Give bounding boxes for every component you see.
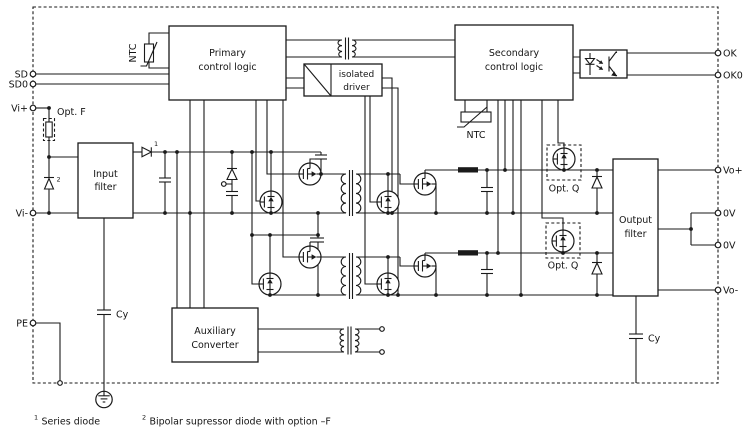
ntc-thermistor-primary-icon — [140, 41, 158, 67]
secondary-control-logic-box — [454, 24, 574, 101]
terminal-sd0-label: SD0 — [9, 80, 28, 91]
mosfet-icon — [258, 272, 282, 296]
mosfet-icon — [298, 245, 322, 269]
mosfet-icon — [376, 190, 400, 214]
cy-left-label: Cy — [116, 310, 129, 321]
input-filter-label-line1: Input — [93, 169, 118, 180]
pe-border-node — [57, 380, 63, 386]
ntc-thermistor-secondary-icon — [457, 106, 492, 128]
output-filter-label-line1: Output — [619, 215, 652, 226]
terminal-pe-label: PE — [16, 319, 28, 330]
terminal-0v-1 — [714, 209, 722, 217]
ntc-primary-label: NTC — [128, 43, 139, 62]
ntc-secondary-label: NTC — [467, 130, 486, 141]
mosfet-icon — [551, 229, 575, 253]
mosfet-icon — [413, 172, 437, 196]
isolated-driver-label-line2: driver — [343, 83, 370, 93]
transformer-icon — [340, 170, 362, 216]
auxiliary-converter-box — [171, 307, 259, 363]
suppressor-diode-icon — [43, 176, 55, 190]
snubber-capacitor-icon — [310, 154, 327, 243]
output-diode-icon — [591, 175, 603, 275]
terminal-0v-1-label: 0V — [723, 209, 736, 220]
terminal-ok — [714, 49, 722, 57]
mosfet-icon — [552, 147, 576, 171]
opt-q2-group — [545, 222, 581, 259]
secondary-control-label-line1: Secondary — [489, 48, 540, 59]
fuse-icon — [42, 117, 56, 142]
terminals — [29, 49, 722, 386]
terminal-0v-2 — [714, 241, 722, 249]
opt-q1-label: Opt. Q — [549, 184, 580, 195]
clamp-diode-icon — [220, 167, 238, 197]
terminal-vi-plus — [29, 104, 37, 112]
terminal-vo-minus — [714, 286, 722, 294]
input-filter-label-line2: filter — [94, 182, 116, 193]
footnote-2-sup: 2 — [142, 414, 146, 422]
optocoupler-icon — [579, 49, 628, 79]
inductor-icon — [458, 250, 478, 256]
terminal-vi-minus-label: Vi- — [16, 209, 28, 220]
terminal-0v-2-label: 0V — [723, 241, 736, 252]
primary-control-label-line2: control logic — [198, 62, 256, 73]
signal-transformer-icon — [337, 37, 357, 60]
primary-control-label-line1: Primary — [209, 48, 246, 59]
terminal-vo-plus-label: Vo+ — [723, 166, 743, 177]
terminal-vo-minus-label: Vo- — [723, 286, 738, 297]
opt-q1-group — [546, 144, 582, 181]
junction-dots — [47, 106, 693, 297]
output-filter-box — [612, 158, 659, 297]
mosfet-icon — [298, 162, 322, 186]
terminal-sd-label: SD — [15, 70, 28, 81]
series-diode-ref: 1 — [154, 140, 158, 148]
suppressor-diode-ref: 2 — [57, 176, 61, 184]
terminal-sd0 — [29, 80, 37, 88]
footnotes: 1 Series diode 2 Bipolar supressor diode… — [34, 414, 331, 428]
primary-control-logic-box — [168, 25, 287, 101]
transformer-icon — [340, 253, 362, 299]
aux-converter-label-line1: Auxiliary — [194, 326, 236, 337]
mosfet-icon — [413, 254, 437, 278]
terminal-ok-label: OK — [723, 49, 737, 60]
series-diode-icon — [141, 146, 153, 158]
footnote-1-sup: 1 — [34, 414, 38, 422]
terminal-pe — [29, 319, 37, 327]
input-filter-box — [77, 142, 134, 219]
cy-capacitor-right-icon — [629, 333, 643, 340]
secondary-control-label-line2: control logic — [485, 62, 543, 73]
terminal-sd — [29, 70, 37, 78]
terminal-vo-plus — [714, 166, 722, 174]
terminal-vi-plus-label: Vi+ — [11, 104, 28, 115]
terminal-ok0-label: OK0 — [723, 71, 743, 82]
output-filter-label-line2: filter — [624, 229, 646, 240]
mosfet-icon — [376, 272, 400, 296]
terminal-vi-minus — [29, 209, 37, 217]
mosfet-icon — [259, 190, 283, 214]
earth-ground-icon — [95, 390, 113, 409]
footnote-2-text: Bipolar supressor diode with option –F — [150, 417, 331, 428]
wires — [35, 32, 716, 392]
cy-capacitor-left-icon — [97, 309, 111, 316]
opt-q2-label: Opt. Q — [548, 261, 579, 272]
cy-right-label: Cy — [648, 334, 661, 345]
terminal-ok0 — [714, 71, 722, 79]
inductor-icon — [458, 167, 478, 173]
isolated-driver-box — [303, 63, 383, 97]
output-capacitor-icon — [481, 186, 493, 275]
footnote-1-text: Series diode — [42, 417, 101, 428]
aux-transformer-icon — [339, 326, 385, 355]
opt-f-label: Opt. F — [57, 107, 86, 118]
aux-converter-label-line2: Converter — [191, 340, 238, 351]
capacitor-icon — [159, 177, 171, 183]
isolated-driver-label-line1: isolated — [339, 70, 375, 80]
